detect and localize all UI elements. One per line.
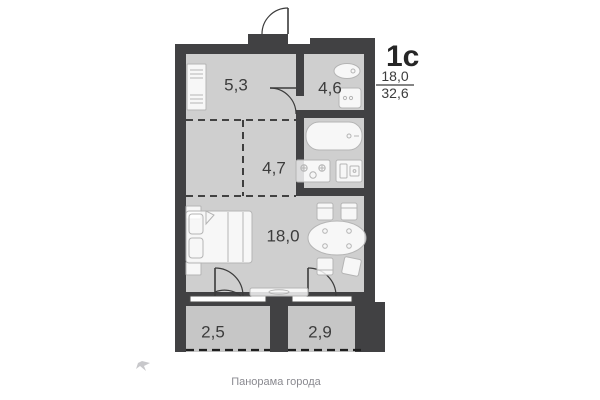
room-label-hallway: 4,7 <box>262 158 286 177</box>
zone-dividers <box>186 119 296 197</box>
armchair <box>341 256 362 277</box>
bed <box>185 210 253 264</box>
floor-balcony-left <box>186 306 270 352</box>
window-balcony-right <box>291 295 353 303</box>
compass-marker <box>136 361 150 371</box>
area-total-value: 32,6 <box>381 85 408 101</box>
stove <box>295 159 331 183</box>
wall-bath-west-upper <box>296 54 304 96</box>
room-labels: 5,3 4,6 4,7 18,0 2,5 2,9 <box>201 75 342 341</box>
entrance-door <box>261 7 289 35</box>
chair-top-right <box>340 202 358 221</box>
interior-door-hall <box>269 87 297 115</box>
chair-top-left <box>316 202 334 221</box>
kitchen-sink <box>335 159 363 183</box>
doors <box>214 7 337 297</box>
bathtub <box>305 121 363 151</box>
wall-top-bath <box>310 38 375 54</box>
dining-set <box>307 202 367 277</box>
title-block: 1с 18,0 32,6 <box>376 40 419 101</box>
wall-bath-south <box>296 188 364 196</box>
wall-top-left <box>175 44 250 54</box>
plan-title: 1с <box>386 40 419 73</box>
wall-left <box>175 44 186 352</box>
dining-table <box>307 220 367 256</box>
room-label-kitchen-living: 5,3 <box>224 75 248 94</box>
balcony-left-wall-west <box>175 306 186 352</box>
wall-between-balconies <box>270 292 288 352</box>
kitchen-fixtures <box>295 159 363 183</box>
floor-balcony-right <box>288 306 366 352</box>
window-balcony-left <box>189 295 267 303</box>
chair-bottom-left <box>316 257 334 276</box>
wall-bath-west-lower <box>296 116 304 194</box>
washbasin <box>333 63 361 79</box>
nightstand-lower <box>185 261 202 276</box>
window-center <box>249 287 309 297</box>
bathroom-fixtures <box>305 63 363 151</box>
bed-group <box>185 205 253 276</box>
area-living-value: 18,0 <box>381 68 408 84</box>
balcony-door-left <box>214 267 244 297</box>
wardrobe <box>186 63 207 111</box>
room-label-balcony-left: 2,5 <box>201 322 225 341</box>
balcony-right-wall-east <box>366 306 375 352</box>
balcony-door-right <box>307 267 337 297</box>
windows <box>189 295 353 303</box>
room-label-living-room: 18,0 <box>266 226 299 245</box>
washing-machine <box>338 87 362 109</box>
panorama-caption: Панорама города <box>231 376 321 388</box>
wall-bath-interior <box>296 110 364 118</box>
compass-needle-icon <box>136 361 150 371</box>
wall-right <box>364 38 375 352</box>
room-label-bathroom: 4,6 <box>318 78 342 97</box>
wall-top-entrance <box>248 34 288 54</box>
room-label-balcony-right: 2,9 <box>308 322 332 341</box>
